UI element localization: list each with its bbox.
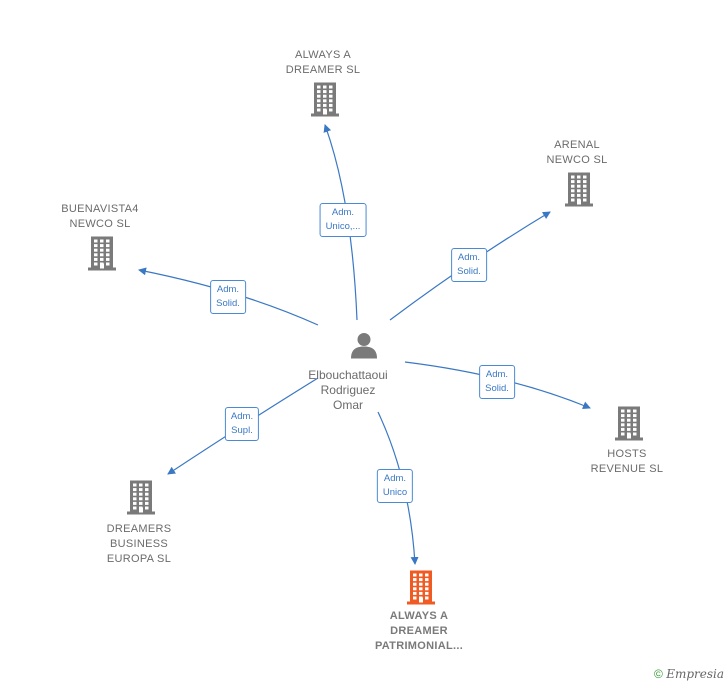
company-hosts-revenue[interactable]: HOSTS REVENUE SL [590,448,664,475]
copyright: © Empresia [654,667,724,681]
edge-label: Adm.Solid. [479,365,515,399]
edge-label: Adm.Unico,... [319,203,367,237]
copyright-symbol: © [654,667,663,681]
edge-label: Adm.Supl. [224,407,260,441]
person-name[interactable]: Elbouchattaoui Rodriguez Omar [308,368,388,412]
company-always-a-dreamer-patrimonial[interactable]: ALWAYS A DREAMER PATRIMONIAL... [374,610,464,652]
company-arenal-newco[interactable]: ARENAL NEWCO SL [546,139,608,166]
company-always-a-dreamer[interactable]: ALWAYS A DREAMER SL [285,49,361,76]
person-icon[interactable] [350,331,378,364]
empresia-logo: Empresia [666,667,724,681]
building-icon[interactable] [614,405,644,446]
building-icon[interactable] [87,235,117,276]
edge-label: Adm.Solid. [451,248,487,282]
edge-label: Adm.Unico [376,469,414,503]
building-icon[interactable] [310,81,340,122]
company-buenavista4-newco[interactable]: BUENAVISTA4 NEWCO SL [61,203,139,230]
building-icon[interactable] [126,479,156,520]
company-dreamers-business[interactable]: DREAMERS BUSINESS EUROPA SL [106,523,172,565]
edge-label: Adm.Solid. [210,280,246,314]
building-icon[interactable] [564,171,594,212]
building-icon[interactable] [406,569,436,610]
